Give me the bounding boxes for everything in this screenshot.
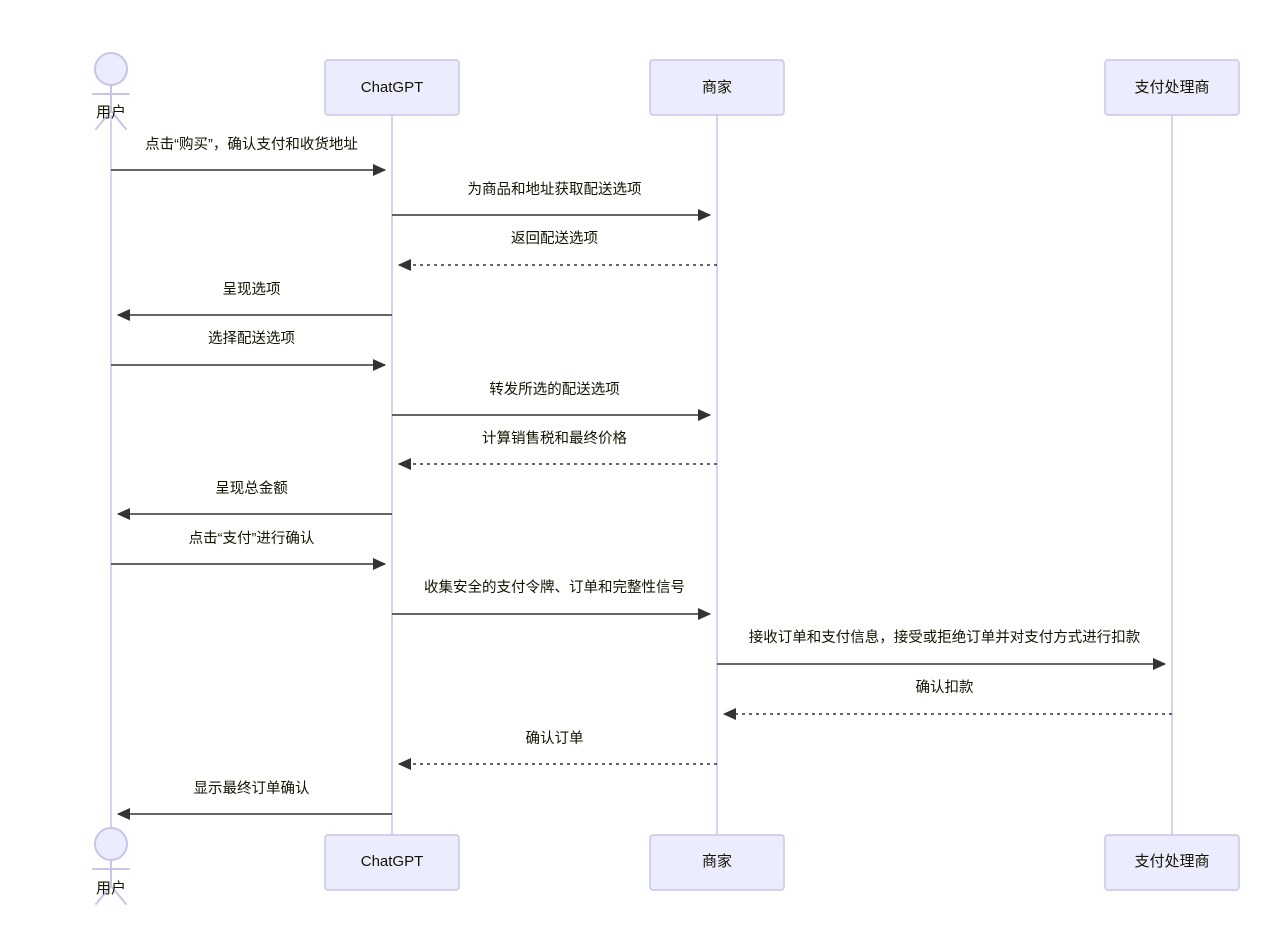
message-label: 计算销售税和最终价格	[482, 430, 627, 447]
participant-label-chatgpt: ChatGPT	[361, 79, 424, 96]
message-6[interactable]: 转发所选的配送选项	[392, 381, 712, 421]
participant-chatgpt-bottom[interactable]: ChatGPT	[324, 834, 460, 891]
message-10[interactable]: 收集安全的支付令牌、订单和完整性信号	[392, 578, 712, 620]
message-label: 确认订单	[526, 730, 584, 747]
participant-box	[649, 59, 785, 116]
message-label: 接收订单和支付信息，接受或拒绝订单并对支付方式进行扣款	[749, 629, 1141, 646]
participant-processor-top[interactable]: 支付处理商	[1104, 59, 1240, 116]
actor-head-icon	[94, 827, 128, 861]
message-2[interactable]: 为商品和地址获取配送选项	[392, 181, 712, 221]
participant-box	[1104, 59, 1240, 116]
actor-user-bottom[interactable]: 用户	[92, 827, 130, 905]
participant-label-merchant: 商家	[702, 853, 732, 870]
actor-head-icon	[94, 52, 128, 86]
participant-box	[1104, 834, 1240, 891]
message-label: 确认扣款	[916, 679, 974, 696]
participant-box	[324, 59, 460, 116]
actor-stroke	[95, 110, 112, 130]
message-label: 呈现选项	[223, 281, 281, 298]
actor-stroke	[110, 885, 127, 905]
messages-layer: 点击“购买”，确认支付和收货地址为商品和地址获取配送选项返回配送选项呈现选项选择…	[111, 136, 1172, 820]
participant-box	[324, 834, 460, 891]
actor-user-top[interactable]: 用户	[92, 52, 130, 130]
message-11[interactable]: 接收订单和支付信息，接受或拒绝订单并对支付方式进行扣款	[717, 629, 1167, 670]
participant-label-processor: 支付处理商	[1134, 79, 1209, 96]
message-1[interactable]: 点击“购买”，确认支付和收货地址	[111, 136, 387, 176]
message-label: 点击“支付”进行确认	[189, 530, 315, 547]
lifelines-layer	[110, 115, 1173, 835]
participant-merchant-top[interactable]: 商家	[649, 59, 785, 116]
participant-processor-bottom[interactable]: 支付处理商	[1104, 834, 1240, 891]
message-9[interactable]: 点击“支付”进行确认	[111, 530, 387, 570]
actor-stroke	[95, 885, 112, 905]
participant-label-chatgpt: ChatGPT	[361, 853, 424, 870]
participants-top-layer: 用户 ChatGPT 商家 支付处理商	[92, 52, 1240, 130]
message-label: 返回配送选项	[511, 230, 598, 247]
participants-bottom-layer: 用户 ChatGPT 商家 支付处理商	[92, 827, 1240, 905]
message-14[interactable]: 显示最终订单确认	[116, 780, 392, 820]
message-label: 选择配送选项	[208, 330, 295, 347]
message-label: 显示最终订单确认	[194, 780, 310, 797]
participant-chatgpt-top[interactable]: ChatGPT	[324, 59, 460, 116]
participant-label-processor: 支付处理商	[1134, 853, 1209, 870]
participant-label-merchant: 商家	[702, 79, 732, 96]
participant-box	[649, 834, 785, 891]
message-5[interactable]: 选择配送选项	[111, 330, 387, 371]
message-label: 转发所选的配送选项	[489, 381, 620, 398]
message-7[interactable]: 计算销售税和最终价格	[397, 430, 717, 470]
message-12[interactable]: 确认扣款	[722, 679, 1172, 720]
actor-label-user: 用户	[96, 880, 126, 897]
message-8[interactable]: 呈现总金额	[116, 480, 392, 520]
message-label: 呈现总金额	[215, 480, 288, 497]
message-13[interactable]: 确认订单	[397, 730, 717, 770]
message-label: 收集安全的支付令牌、订单和完整性信号	[424, 578, 685, 596]
message-3[interactable]: 返回配送选项	[397, 230, 717, 271]
actor-stroke	[110, 110, 127, 130]
participant-merchant-bottom[interactable]: 商家	[649, 834, 785, 891]
actor-label-user: 用户	[96, 104, 126, 121]
message-label: 点击“购买”，确认支付和收货地址	[145, 136, 358, 153]
message-4[interactable]: 呈现选项	[116, 281, 392, 321]
message-label: 为商品和地址获取配送选项	[468, 181, 642, 198]
